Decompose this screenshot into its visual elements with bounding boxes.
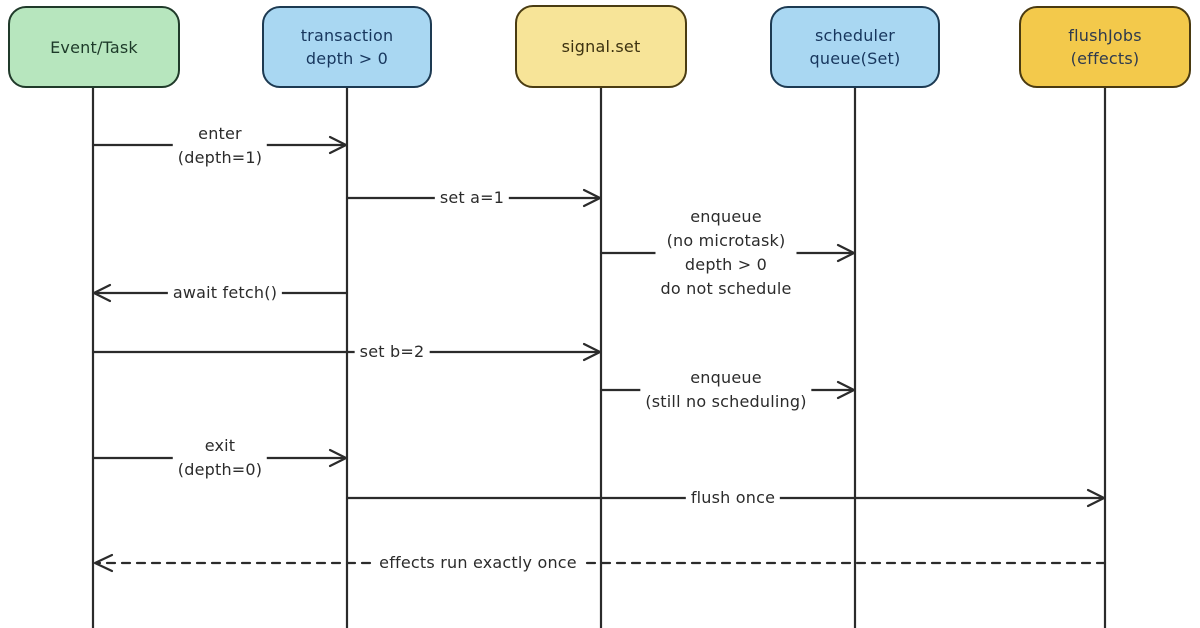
actor-scheduler: scheduler queue(Set) [770,6,940,88]
message-label-flush-once: flush once [685,485,781,511]
message-label-set-a: set a=1 [434,185,510,211]
message-label-enqueue-2: enqueue (still no scheduling) [640,365,812,415]
message-label-exit: exit (depth=0) [172,433,268,483]
message-label-effects-once: effects run exactly once [374,550,582,576]
actor-signal-set: signal.set [515,5,687,88]
message-label-set-b: set b=2 [354,339,430,365]
actor-transaction: transaction depth > 0 [262,6,432,88]
actor-event-task: Event/Task [8,6,180,88]
message-label-enqueue-1: enqueue (no microtask) depth > 0 do not … [655,204,797,302]
arrow-set-b [91,342,602,362]
message-label-await-fetch: await fetch() [167,280,283,306]
actor-flush-jobs: flushJobs (effects) [1019,6,1191,88]
arrow-effects-once [93,553,1107,573]
message-label-enter: enter (depth=1) [172,121,268,171]
